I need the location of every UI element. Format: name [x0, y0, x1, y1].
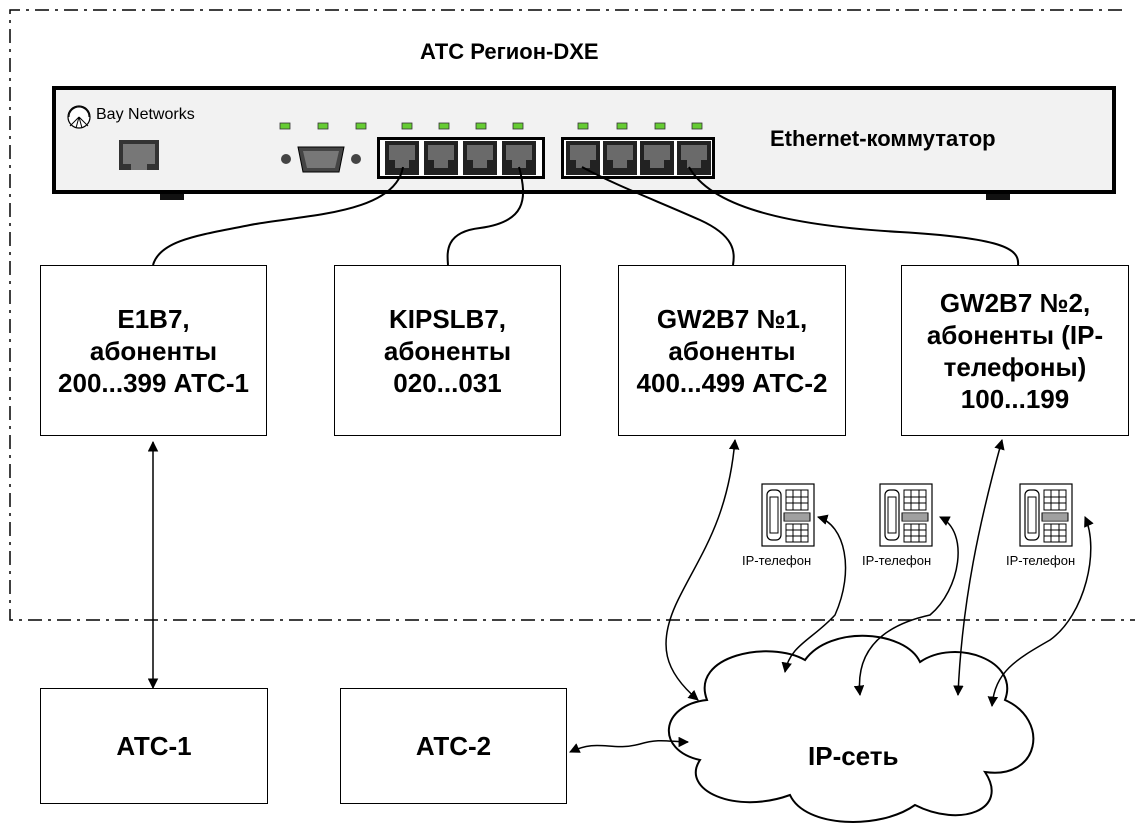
box-atc2: АТС-2 — [340, 688, 567, 804]
serial-port — [281, 146, 361, 173]
ip-phone-icon — [761, 483, 815, 547]
bay-networks-logo — [67, 105, 91, 129]
switch-label: Ethernet-коммутатор — [770, 126, 996, 151]
phone-label-3: IP-телефон — [1006, 553, 1076, 568]
ethernet-ports-group-1 — [377, 137, 545, 179]
cloud-icon — [668, 634, 1035, 823]
box-gw2b7-2-text: GW2B7 №2, абоненты (IP- телефоны) 100...… — [926, 287, 1104, 414]
box-kipslb7: KIPSLB7, абоненты 020...031 — [334, 265, 561, 436]
phone-label-1: IP-телефон — [742, 553, 812, 568]
connection-arrows — [147, 438, 1094, 753]
ip-phone-icon — [879, 483, 933, 547]
region-boundary — [9, 9, 1135, 621]
box-atc2-text: АТС-2 — [415, 731, 492, 761]
box-kipslb7-text: KIPSLB7, абоненты 020...031 — [383, 303, 512, 398]
console-port — [119, 140, 159, 170]
box-gw2b7-1-text: GW2B7 №1, абоненты 400...499 АТС-2 — [636, 303, 828, 398]
box-e1b7: E1B7, абоненты 200...399 АТС-1 — [40, 265, 267, 436]
status-leds — [279, 122, 703, 130]
ethernet-switch — [52, 86, 1116, 200]
diagram-title: АТС Регион-DXE — [420, 39, 599, 64]
box-gw2b7-2: GW2B7 №2, абоненты (IP- телефоны) 100...… — [901, 265, 1129, 436]
brand-label: Bay Networks — [96, 106, 195, 123]
box-atc1: АТС-1 — [40, 688, 268, 804]
box-e1b7-text: E1B7, абоненты 200...399 АТС-1 — [58, 303, 249, 398]
cloud-label: IP-сеть — [808, 741, 899, 771]
phone-label-2: IP-телефон — [862, 553, 932, 568]
box-gw2b7-1: GW2B7 №1, абоненты 400...499 АТС-2 — [618, 265, 846, 436]
ip-phone-icon — [1019, 483, 1073, 547]
box-atc1-text: АТС-1 — [116, 731, 192, 761]
ethernet-cables — [152, 166, 1020, 266]
